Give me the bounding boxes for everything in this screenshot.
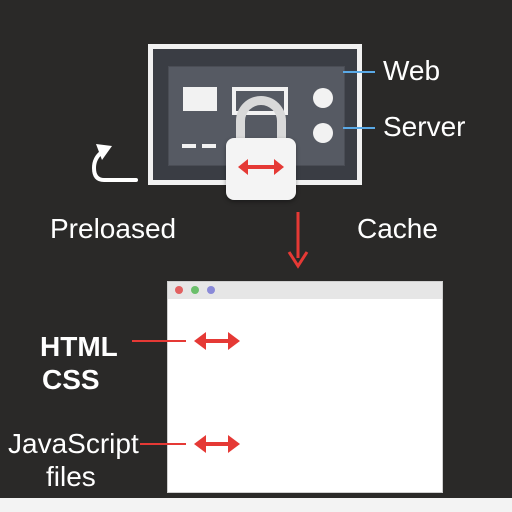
browser-title-bar [168, 282, 442, 299]
connector-line-javascript [140, 443, 186, 445]
double-arrow-icon [194, 332, 240, 350]
curved-arrow-icon [91, 144, 138, 182]
window-close-dot [175, 286, 183, 294]
label-cache: Cache [357, 213, 438, 244]
server-slot-icon [183, 87, 217, 111]
label-css: CSS [42, 364, 100, 395]
arrow-down-icon [287, 212, 309, 269]
bottom-strip [0, 498, 512, 512]
server-light-icon [313, 88, 333, 108]
connector-line-web [343, 71, 375, 73]
double-arrow-icon [238, 159, 284, 175]
server-light-icon [313, 123, 333, 143]
window-maximize-dot [191, 286, 199, 294]
padlock-shackle [236, 96, 286, 160]
label-preloaded: Preloased [50, 213, 177, 244]
browser-window-icon [167, 281, 443, 493]
label-server: Server [383, 111, 466, 142]
label-web: Web [383, 55, 441, 86]
label-files: files [46, 461, 96, 492]
connector-line-server [343, 127, 375, 129]
server-indicator-dash [182, 144, 196, 148]
label-html: HTML [40, 331, 118, 362]
window-minimize-dot [207, 286, 215, 294]
padlock-icon [226, 138, 296, 200]
label-javascript: JavaScript [8, 428, 139, 459]
server-indicator-dash [202, 144, 216, 148]
connector-line-html [132, 340, 186, 342]
double-arrow-icon [194, 435, 240, 453]
